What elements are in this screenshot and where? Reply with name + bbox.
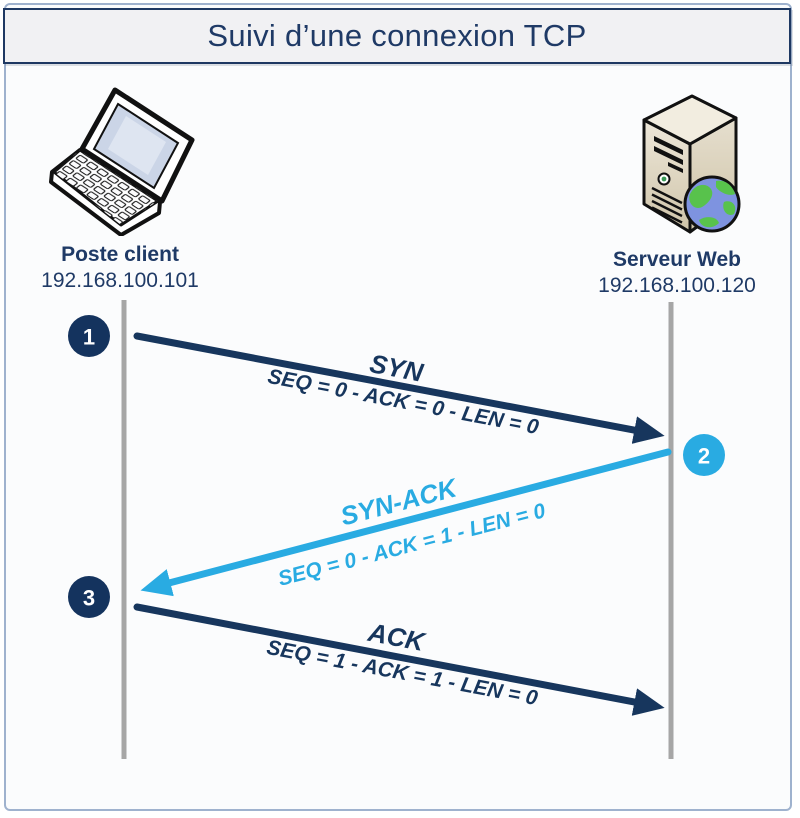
globe-icon [683, 175, 741, 233]
client-name-label: Poste client [61, 243, 179, 266]
client-figure [46, 84, 198, 241]
server-label: Serveur Web 192.168.100.120 [567, 247, 787, 300]
syn-arrow [133, 332, 665, 444]
server-name-label: Serveur Web [613, 248, 741, 271]
step-3-badge: 3 [68, 576, 110, 618]
title-bar: Suivi d’une connexion TCP [3, 8, 791, 64]
page-title: Suivi d’une connexion TCP [207, 18, 587, 53]
client-label: Poste client 192.168.100.101 [10, 242, 230, 295]
client-ip-label: 192.168.100.101 [41, 269, 199, 293]
server-figure [612, 84, 748, 241]
syn-ack-arrow [140, 448, 672, 597]
ack-arrow [133, 603, 665, 716]
step-2-badge: 2 [683, 434, 725, 476]
step-3-number: 3 [83, 586, 95, 611]
step-2-number: 2 [698, 444, 710, 469]
laptop-icon [49, 87, 195, 237]
step-1-number: 1 [83, 325, 95, 350]
step-1-badge: 1 [68, 315, 110, 357]
server-ip-label: 192.168.100.120 [598, 274, 756, 298]
server-icon [642, 94, 741, 234]
